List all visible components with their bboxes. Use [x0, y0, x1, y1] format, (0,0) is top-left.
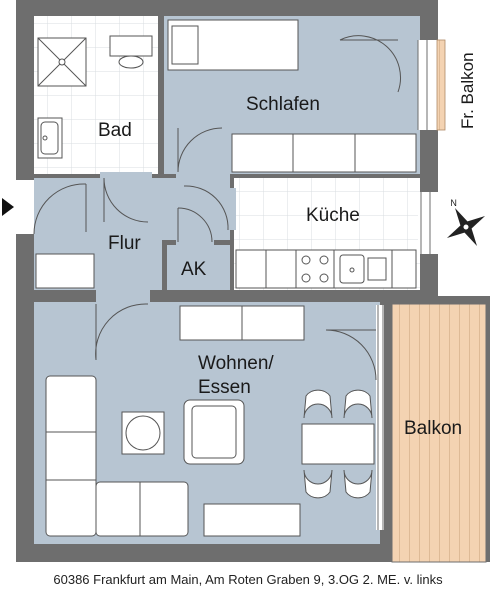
balkon-rail-left	[388, 296, 392, 562]
tv-bench	[203, 503, 301, 537]
label-ak: AK	[181, 259, 207, 280]
door-swing-schlafen	[339, 35, 401, 93]
door-gap-wohnen	[96, 288, 150, 304]
balkon-floor	[391, 303, 487, 563]
door-gap-balkon	[376, 305, 384, 530]
coffee-table	[121, 411, 165, 455]
washbasin	[37, 117, 63, 159]
kitchen-counter	[235, 249, 417, 289]
door-swing-ak	[177, 207, 213, 243]
balkon-rail-right	[486, 296, 490, 562]
label-schlafen: Schlafen	[246, 94, 320, 115]
toilet	[109, 35, 153, 69]
shower	[37, 37, 87, 87]
wall-ak-left	[162, 240, 167, 290]
armchair	[183, 399, 245, 465]
window-kueche	[418, 192, 438, 254]
sideboard	[179, 305, 305, 341]
door-swing-schlafen-flur	[177, 127, 223, 173]
door-swing-bad	[103, 177, 149, 223]
bed	[167, 19, 299, 71]
balkon-rail-top	[388, 296, 490, 304]
door-gap-kueche	[228, 188, 236, 230]
entry-arrow-icon	[2, 198, 14, 216]
sink	[339, 254, 387, 284]
dining-chairs	[303, 389, 373, 499]
label-wohnen-2: Essen	[198, 377, 251, 398]
label-balkon: Balkon	[404, 418, 462, 439]
door-gap-schlafen	[176, 172, 230, 180]
door-gap-bad	[100, 172, 152, 180]
wardrobe-schlafen	[231, 133, 417, 173]
address-caption: 60386 Frankfurt am Main, Am Roten Graben…	[53, 572, 443, 587]
label-fr-balkon: Fr. Balkon	[458, 52, 477, 129]
compass-icon: N	[446, 198, 486, 247]
fr-balkon-railing	[436, 39, 446, 131]
sofa	[45, 375, 189, 537]
wall-ak-top-right	[214, 240, 234, 245]
door-swing-kueche	[183, 185, 229, 231]
wall-ak-top	[162, 240, 176, 245]
dining-table	[301, 423, 375, 465]
flur-shelf	[35, 253, 95, 289]
door-swing-balkon	[325, 329, 377, 381]
door-gap-entry	[16, 180, 34, 234]
label-flur: Flur	[108, 233, 141, 254]
label-kueche: Küche	[306, 205, 360, 226]
door-swing-entry	[33, 183, 87, 235]
room-ak	[167, 245, 229, 287]
label-wohnen-1: Wohnen/	[198, 353, 274, 374]
cooktop	[301, 255, 329, 283]
svg-text:N: N	[450, 198, 457, 208]
label-bad: Bad	[98, 120, 132, 141]
